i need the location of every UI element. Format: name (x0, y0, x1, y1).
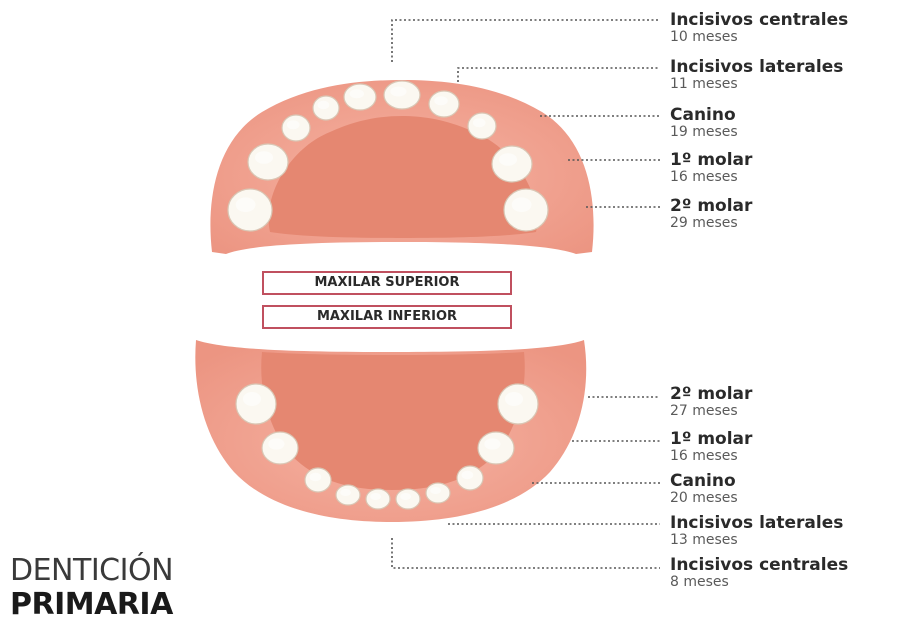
label-name: Incisivos laterales (670, 59, 843, 76)
label-name: Canino (670, 107, 738, 124)
label-age: 13 meses (670, 533, 843, 547)
upper-left-first-molar-highlight (255, 151, 273, 164)
label-age: 29 meses (670, 216, 752, 230)
upper-right-canine-highlight (473, 118, 486, 127)
upper-right-central-incisor-highlight (390, 87, 406, 97)
label-age: 10 meses (670, 30, 848, 44)
label-age: 8 meses (670, 575, 848, 589)
label-lower-first-molar: 1º molar 16 meses (670, 431, 752, 463)
upper-left-second-molar-highlight (236, 197, 256, 212)
upper-left-lateral-incisor-highlight (318, 101, 330, 109)
lower-left-second-molar-highlight (243, 392, 261, 406)
label-lower-second-molar: 2º molar 27 meses (670, 386, 752, 418)
label-age: 16 meses (670, 449, 752, 463)
label-lower-central-incisors: Incisivos centrales 8 meses (670, 557, 848, 589)
upper-right-lateral-incisor-highlight (434, 96, 448, 105)
leader-upper-lateral (458, 68, 660, 82)
label-age: 20 meses (670, 491, 738, 505)
label-upper-second-molar: 2º molar 29 meses (670, 198, 752, 230)
lower-jaw (195, 340, 586, 522)
lower-right-central-incisor-highlight (400, 493, 411, 500)
upper-right-second-molar-highlight (512, 197, 532, 212)
upper-left-canine-highlight (287, 120, 300, 129)
label-name: Incisivos centrales (670, 557, 848, 574)
diagram-title: DENTICIÓN PRIMARIA (10, 556, 173, 620)
label-age: 11 meses (670, 77, 843, 91)
lower-left-first-molar-highlight (268, 438, 284, 449)
title-line-2: PRIMARIA (10, 590, 173, 620)
label-lower-canine: Canino 20 meses (670, 473, 738, 505)
lower-left-lateral-incisor-highlight (340, 489, 351, 496)
label-upper-first-molar: 1º molar 16 meses (670, 152, 752, 184)
lower-jaw-label: MAXILAR INFERIOR (262, 305, 512, 329)
lower-right-second-molar-highlight (505, 392, 523, 406)
upper-left-central-incisor-highlight (350, 89, 364, 98)
lower-right-canine-highlight (462, 471, 474, 479)
leader-upper-central (392, 20, 660, 62)
label-upper-canine: Canino 19 meses (670, 107, 738, 139)
title-line-1: DENTICIÓN (10, 556, 173, 586)
label-name: 2º molar (670, 386, 752, 403)
lower-left-central-incisor-highlight (370, 493, 381, 500)
label-upper-central-incisors: Incisivos centrales 10 meses (670, 12, 848, 44)
lower-right-lateral-incisor-highlight (430, 487, 441, 494)
lower-right-first-molar-highlight (484, 438, 500, 449)
label-name: Incisivos centrales (670, 12, 848, 29)
leader-lower-central (392, 538, 660, 568)
label-age: 19 meses (670, 125, 738, 139)
label-age: 16 meses (670, 170, 752, 184)
upper-right-first-molar-highlight (499, 153, 517, 166)
label-name: Incisivos laterales (670, 515, 843, 532)
label-upper-lateral-incisors: Incisivos laterales 11 meses (670, 59, 843, 91)
label-name: 1º molar (670, 152, 752, 169)
upper-jaw-label: MAXILAR SUPERIOR (262, 271, 512, 295)
lower-left-canine-highlight (310, 473, 322, 481)
label-age: 27 meses (670, 404, 752, 418)
label-name: Canino (670, 473, 738, 490)
label-name: 2º molar (670, 198, 752, 215)
label-name: 1º molar (670, 431, 752, 448)
label-lower-lateral-incisors: Incisivos laterales 13 meses (670, 515, 843, 547)
